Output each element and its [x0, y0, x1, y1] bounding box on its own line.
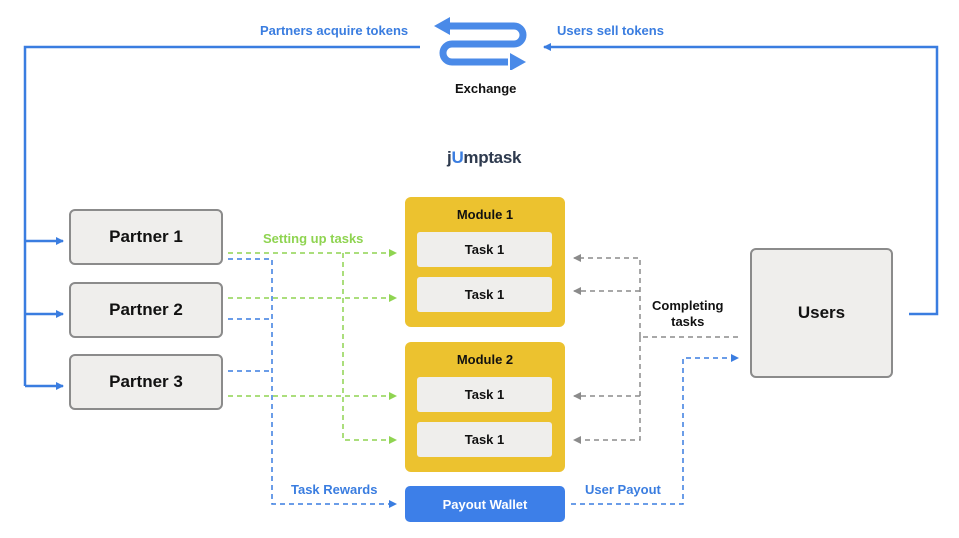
user-payout-line	[571, 354, 739, 505]
users-sell-line	[543, 43, 939, 316]
partners-acquire-line	[23, 45, 420, 386]
users-box: Users	[750, 248, 893, 378]
users-sell-label: Users sell tokens	[557, 23, 664, 38]
module-2-title: Module 2	[456, 352, 514, 367]
module-1-task-2: Task 1	[417, 277, 552, 312]
task-rewards-label: Task Rewards	[291, 482, 378, 497]
module-2: Module 2 Task 1 Task 1	[405, 342, 565, 472]
partner-1-box: Partner 1	[69, 209, 223, 265]
setup-line-branch	[342, 253, 397, 444]
partner-2-box: Partner 2	[69, 282, 223, 338]
exchange-label: Exchange	[455, 81, 517, 96]
user-payout-label: User Payout	[585, 482, 661, 497]
complete-line-m2-t2	[573, 337, 641, 444]
reward-line-p1	[228, 258, 397, 508]
module-2-task-2: Task 1	[417, 422, 552, 457]
complete-line-m1-t1	[573, 254, 641, 337]
partners-acquire-label: Partners acquire tokens	[260, 23, 409, 38]
jumptask-logo: jUmptask	[447, 148, 522, 167]
setting-up-tasks-label: Setting up tasks	[263, 231, 364, 246]
module-1: Module 1 Task 1 Task 1	[405, 197, 565, 327]
module-1-task-1: Task 1	[417, 232, 552, 267]
payout-wallet-box: Payout Wallet	[405, 486, 565, 522]
partner-3-box: Partner 3	[69, 354, 223, 410]
exchange-arrows-icon	[434, 17, 527, 70]
completing-tasks-label: Completing tasks	[652, 298, 724, 329]
module-1-title: Module 1	[456, 207, 514, 222]
module-2-task-1: Task 1	[417, 377, 552, 412]
